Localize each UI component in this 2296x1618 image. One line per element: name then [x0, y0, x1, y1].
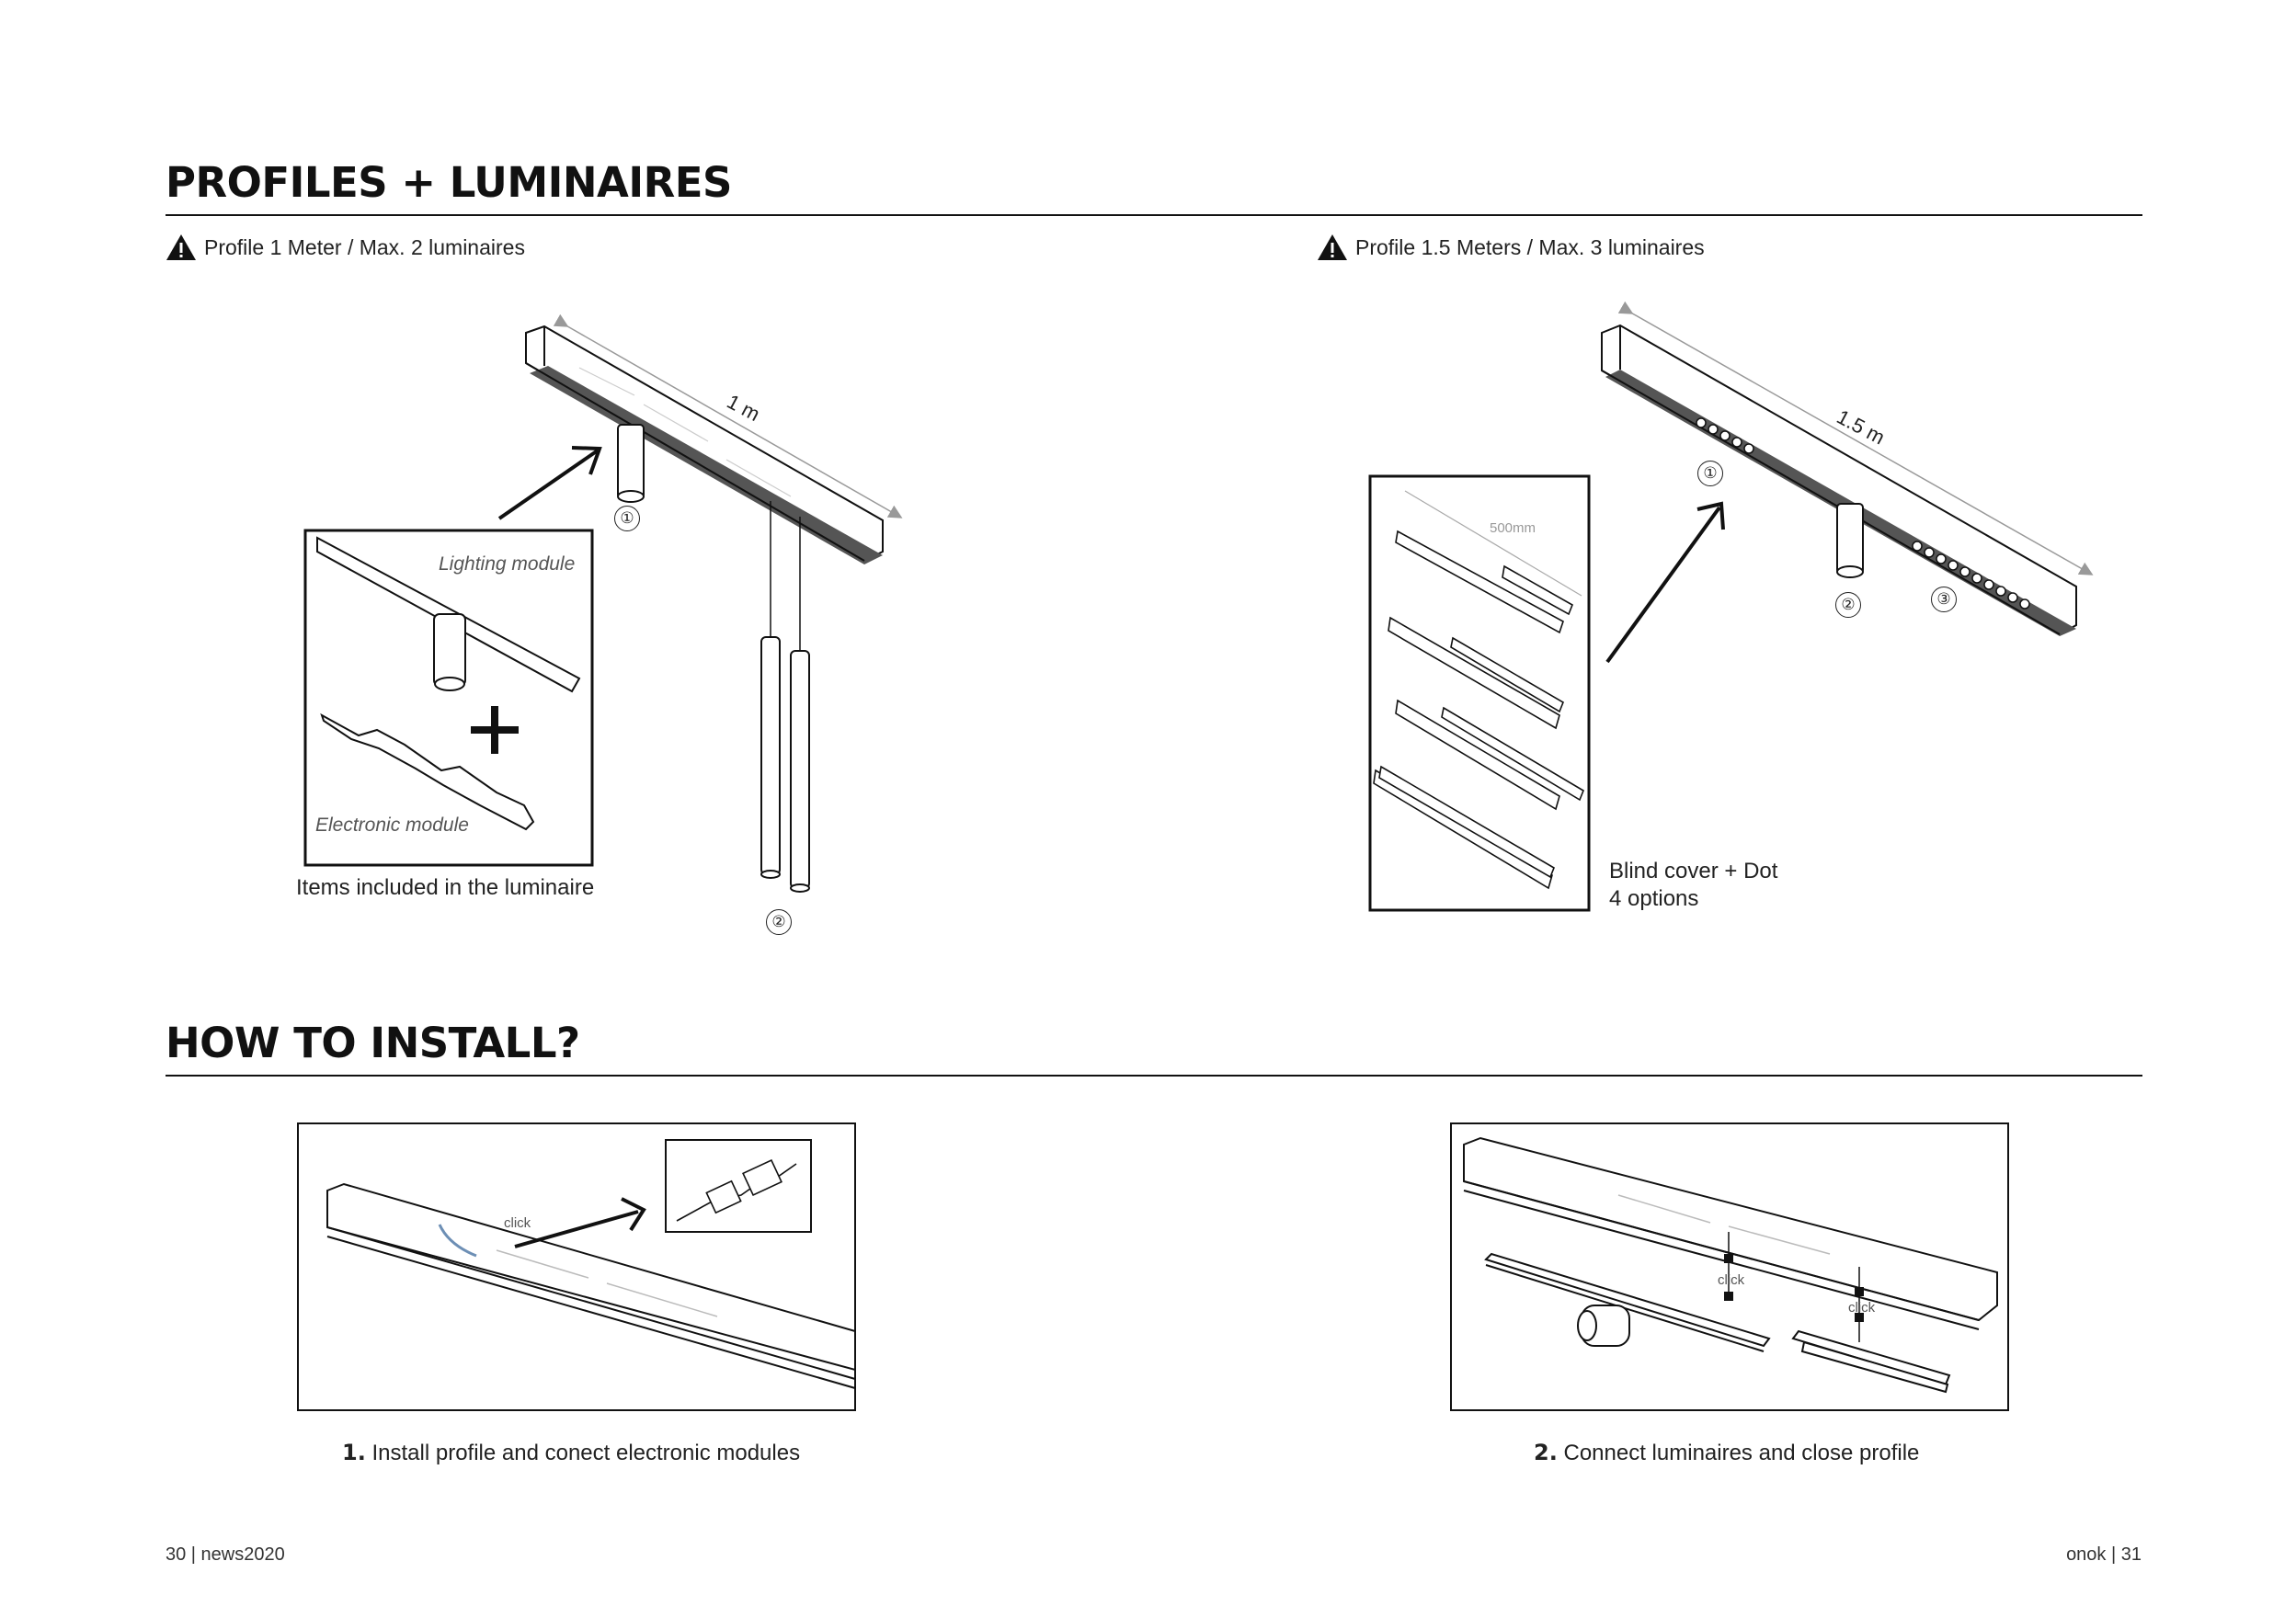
- profile-1m-drawing: [525, 313, 903, 893]
- warning-triangle-icon: [166, 234, 196, 260]
- divider: [166, 1075, 2142, 1077]
- electronic-module-label: Electronic module: [315, 815, 469, 836]
- step2-text: Connect luminaires and close profile: [1563, 1441, 1920, 1465]
- marker-2: ②: [766, 909, 792, 935]
- inset-caption: Items included in the luminaire: [296, 875, 595, 900]
- divider: [166, 214, 2142, 216]
- footer-right: onok | 31: [2066, 1544, 2142, 1565]
- step1-text: Install profile and conect electronic mo…: [371, 1441, 801, 1465]
- step1-caption: 1. Install profile and conect electronic…: [342, 1440, 800, 1466]
- warning-1m: Profile 1 Meter / Max. 2 luminaires: [166, 234, 525, 261]
- blind-cover-caption-line1: Blind cover + Dot: [1609, 859, 1778, 883]
- inset-box: [303, 529, 594, 867]
- marker-1: ①: [1697, 461, 1723, 486]
- connector-detail-box: [665, 1139, 812, 1233]
- warning-text: Profile 1 Meter / Max. 2 luminaires: [204, 234, 525, 259]
- footer-left: 30 | news2020: [166, 1544, 285, 1565]
- dimension-500mm: 500mm: [1490, 520, 1536, 536]
- step2-caption: 2. Connect luminaires and close profile: [1534, 1440, 1919, 1466]
- step2-number: 2.: [1534, 1440, 1558, 1465]
- lighting-module-label: Lighting module: [439, 553, 576, 575]
- warning-text: Profile 1.5 Meters / Max. 3 luminaires: [1355, 234, 1705, 259]
- click-label: click: [504, 1215, 531, 1231]
- blind-cover-caption-line2: 4 options: [1609, 886, 1699, 911]
- step1-number: 1.: [342, 1440, 366, 1465]
- section-title-profiles: PROFILES + LUMINAIRES: [166, 158, 732, 207]
- click-label: click: [1718, 1272, 1745, 1288]
- click-label: click: [1848, 1300, 1876, 1316]
- section-title-install: HOW TO INSTALL?: [166, 1019, 580, 1067]
- warning-15m: Profile 1.5 Meters / Max. 3 luminaires: [1317, 234, 1705, 261]
- marker-2: ②: [1835, 592, 1861, 618]
- marker-1: ①: [614, 506, 640, 531]
- marker-3: ③: [1931, 587, 1957, 612]
- warning-triangle-icon: [1318, 234, 1347, 260]
